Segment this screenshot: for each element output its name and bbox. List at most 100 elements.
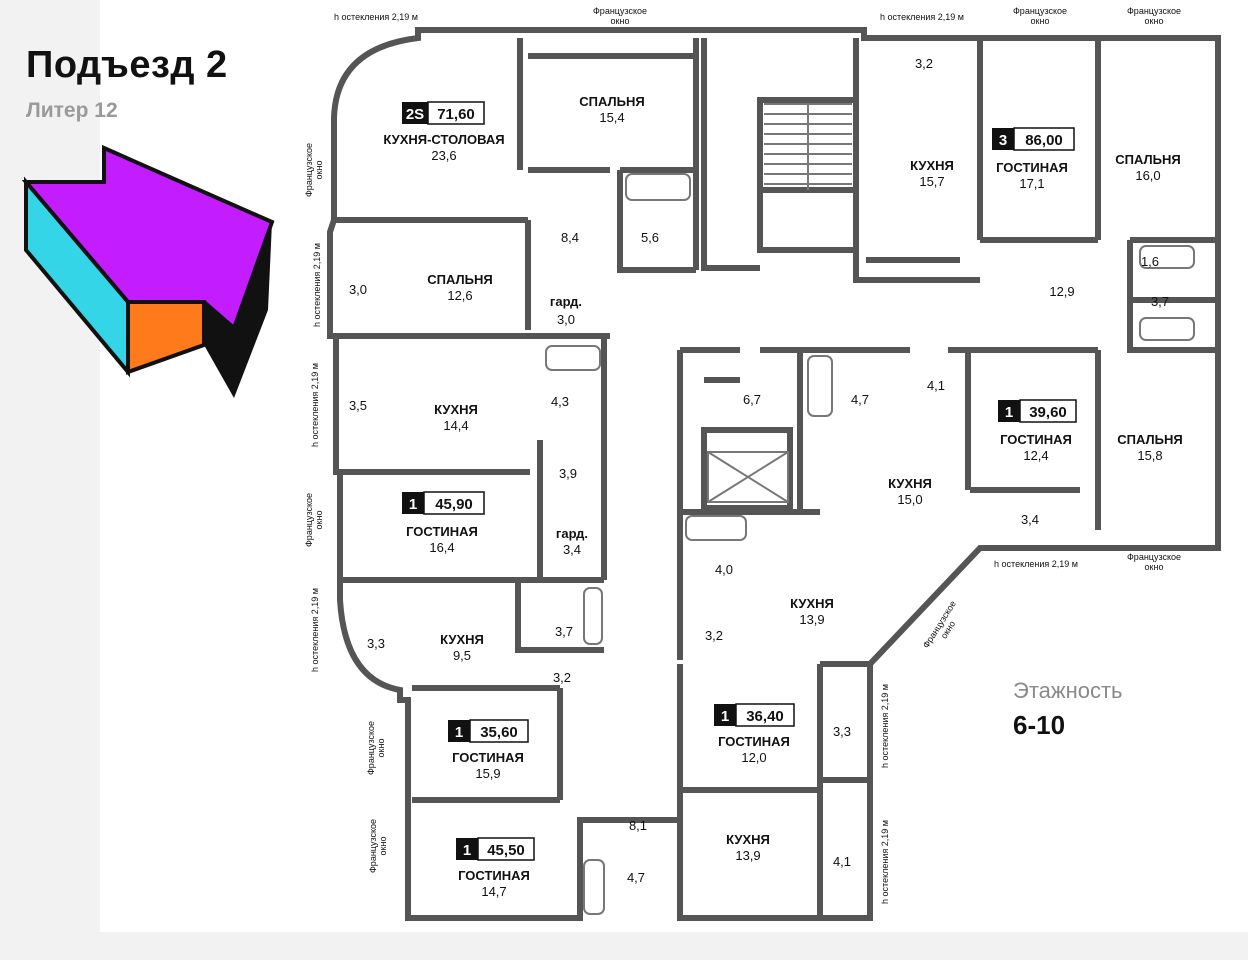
svg-text:15,7: 15,7 [919, 174, 944, 189]
svg-text:12,9: 12,9 [1049, 284, 1074, 299]
building-litera: Литер 12 [26, 99, 118, 122]
svg-text:3,2: 3,2 [915, 56, 933, 71]
svg-text:3,9: 3,9 [559, 466, 577, 481]
svg-text:14,7: 14,7 [481, 884, 506, 899]
svg-text:ГОСТИНАЯ: ГОСТИНАЯ [1000, 432, 1072, 447]
svg-text:4,0: 4,0 [715, 562, 733, 577]
svg-text:ГОСТИНАЯ: ГОСТИНАЯ [406, 524, 478, 539]
svg-text:3,4: 3,4 [1021, 512, 1039, 527]
plan-sheet [100, 0, 1248, 932]
svg-text:45,90: 45,90 [435, 496, 473, 513]
svg-text:гард.: гард. [556, 526, 588, 541]
svg-text:окно: окно [314, 161, 324, 180]
svg-text:КУХНЯ: КУХНЯ [434, 402, 478, 417]
svg-text:4,7: 4,7 [851, 392, 869, 407]
svg-text:4,1: 4,1 [833, 854, 851, 869]
room-hall-12-9: 12,9 [1049, 284, 1074, 299]
entrance-title: Подъезд 2 [26, 44, 228, 86]
svg-text:14,4: 14,4 [443, 418, 468, 433]
svg-text:окно: окно [611, 16, 630, 26]
svg-text:окно: окно [378, 837, 388, 856]
apartment-tag-2s: 2S 71,60 [402, 101, 485, 125]
glazing-note-left-3: h остекления 2,19 м [310, 588, 320, 672]
svg-text:71,60: 71,60 [437, 106, 475, 123]
french-window-note-top-3: Французское окно [1127, 6, 1181, 26]
svg-text:КУХНЯ: КУХНЯ [440, 632, 484, 647]
room-hall-3-5: 3,5 [349, 398, 367, 413]
svg-text:12,6: 12,6 [447, 288, 472, 303]
svg-text:13,9: 13,9 [735, 848, 760, 863]
svg-text:15,8: 15,8 [1137, 448, 1162, 463]
svg-text:КУХНЯ: КУХНЯ [726, 832, 770, 847]
svg-text:2S: 2S [406, 106, 424, 123]
svg-text:8,1: 8,1 [629, 818, 647, 833]
svg-text:3,3: 3,3 [833, 724, 851, 739]
apartment-tag-1-36-40: 1 36,40 [714, 703, 795, 727]
svg-text:3,5: 3,5 [349, 398, 367, 413]
svg-text:8,4: 8,4 [561, 230, 579, 245]
room-bath-4-0: 4,0 [715, 562, 733, 577]
svg-text:1: 1 [463, 842, 471, 859]
svg-text:15,4: 15,4 [599, 110, 624, 125]
apartment-tag-1-39-60: 1 39,60 [998, 399, 1077, 423]
room-hall-4-1-mid: 4,1 [927, 378, 945, 393]
svg-text:39,60: 39,60 [1029, 404, 1067, 421]
svg-text:Французское: Французское [593, 6, 647, 16]
apartment-tag-1-35-60: 1 35,60 [448, 719, 529, 743]
svg-text:4,7: 4,7 [627, 870, 645, 885]
svg-text:1: 1 [721, 708, 729, 725]
svg-text:КУХНЯ: КУХНЯ [910, 158, 954, 173]
arrow-shadow [204, 222, 272, 398]
svg-text:окно: окно [376, 739, 386, 758]
svg-text:3,0: 3,0 [349, 282, 367, 297]
glazing-note-top-right: h остекления 2,19 м [880, 12, 964, 22]
svg-text:45,50: 45,50 [487, 842, 525, 859]
room-hall-3-4-right: 3,4 [1021, 512, 1039, 527]
svg-text:12,0: 12,0 [741, 750, 766, 765]
svg-text:35,60: 35,60 [480, 724, 518, 741]
svg-text:ГОСТИНАЯ: ГОСТИНАЯ [718, 734, 790, 749]
room-hall-3-3-right: 3,3 [833, 724, 851, 739]
svg-text:Французское: Французское [1127, 552, 1181, 562]
svg-text:Французское: Французское [368, 819, 378, 873]
french-window-note-left-3: Французское окно [366, 721, 386, 775]
svg-text:СПАЛЬНЯ: СПАЛЬНЯ [427, 272, 492, 287]
room-bath-4-7-mid: 4,7 [851, 392, 869, 407]
french-window-note-right: Французское окно [1127, 552, 1181, 572]
room-bath-5-6: 5,6 [641, 230, 659, 245]
svg-text:окно: окно [1145, 16, 1164, 26]
svg-text:КУХНЯ: КУХНЯ [888, 476, 932, 491]
staircase [764, 103, 852, 190]
svg-text:15,0: 15,0 [897, 492, 922, 507]
svg-text:23,6: 23,6 [431, 148, 456, 163]
svg-text:17,1: 17,1 [1019, 176, 1044, 191]
glazing-note-right-low-1: h остекления 2,19 м [880, 684, 890, 768]
room-bath-3-7-left: 3,7 [555, 624, 573, 639]
svg-text:1: 1 [409, 496, 417, 513]
svg-text:36,40: 36,40 [746, 708, 784, 725]
orientation-arrow-icon [22, 144, 275, 398]
svg-text:3,4: 3,4 [563, 542, 581, 557]
svg-text:16,0: 16,0 [1135, 168, 1160, 183]
svg-text:ГОСТИНАЯ: ГОСТИНАЯ [452, 750, 524, 765]
room-bath-4-3: 4,3 [551, 394, 569, 409]
room-wardrobe-3-4: гард.3,4 [556, 526, 588, 557]
svg-text:СПАЛЬНЯ: СПАЛЬНЯ [579, 94, 644, 109]
apartment-tag-1-45-50: 1 45,50 [456, 837, 535, 861]
floors-value: 6-10 [1013, 710, 1066, 740]
glazing-note-right: h остекления 2,19 м [994, 559, 1078, 569]
glazing-note-right-low-2: h остекления 2,19 м [880, 820, 890, 904]
svg-text:1,6: 1,6 [1141, 254, 1159, 269]
svg-text:15,9: 15,9 [475, 766, 500, 781]
svg-text:1: 1 [455, 724, 463, 741]
svg-text:ГОСТИНАЯ: ГОСТИНАЯ [996, 160, 1068, 175]
svg-text:окно: окно [1145, 562, 1164, 572]
